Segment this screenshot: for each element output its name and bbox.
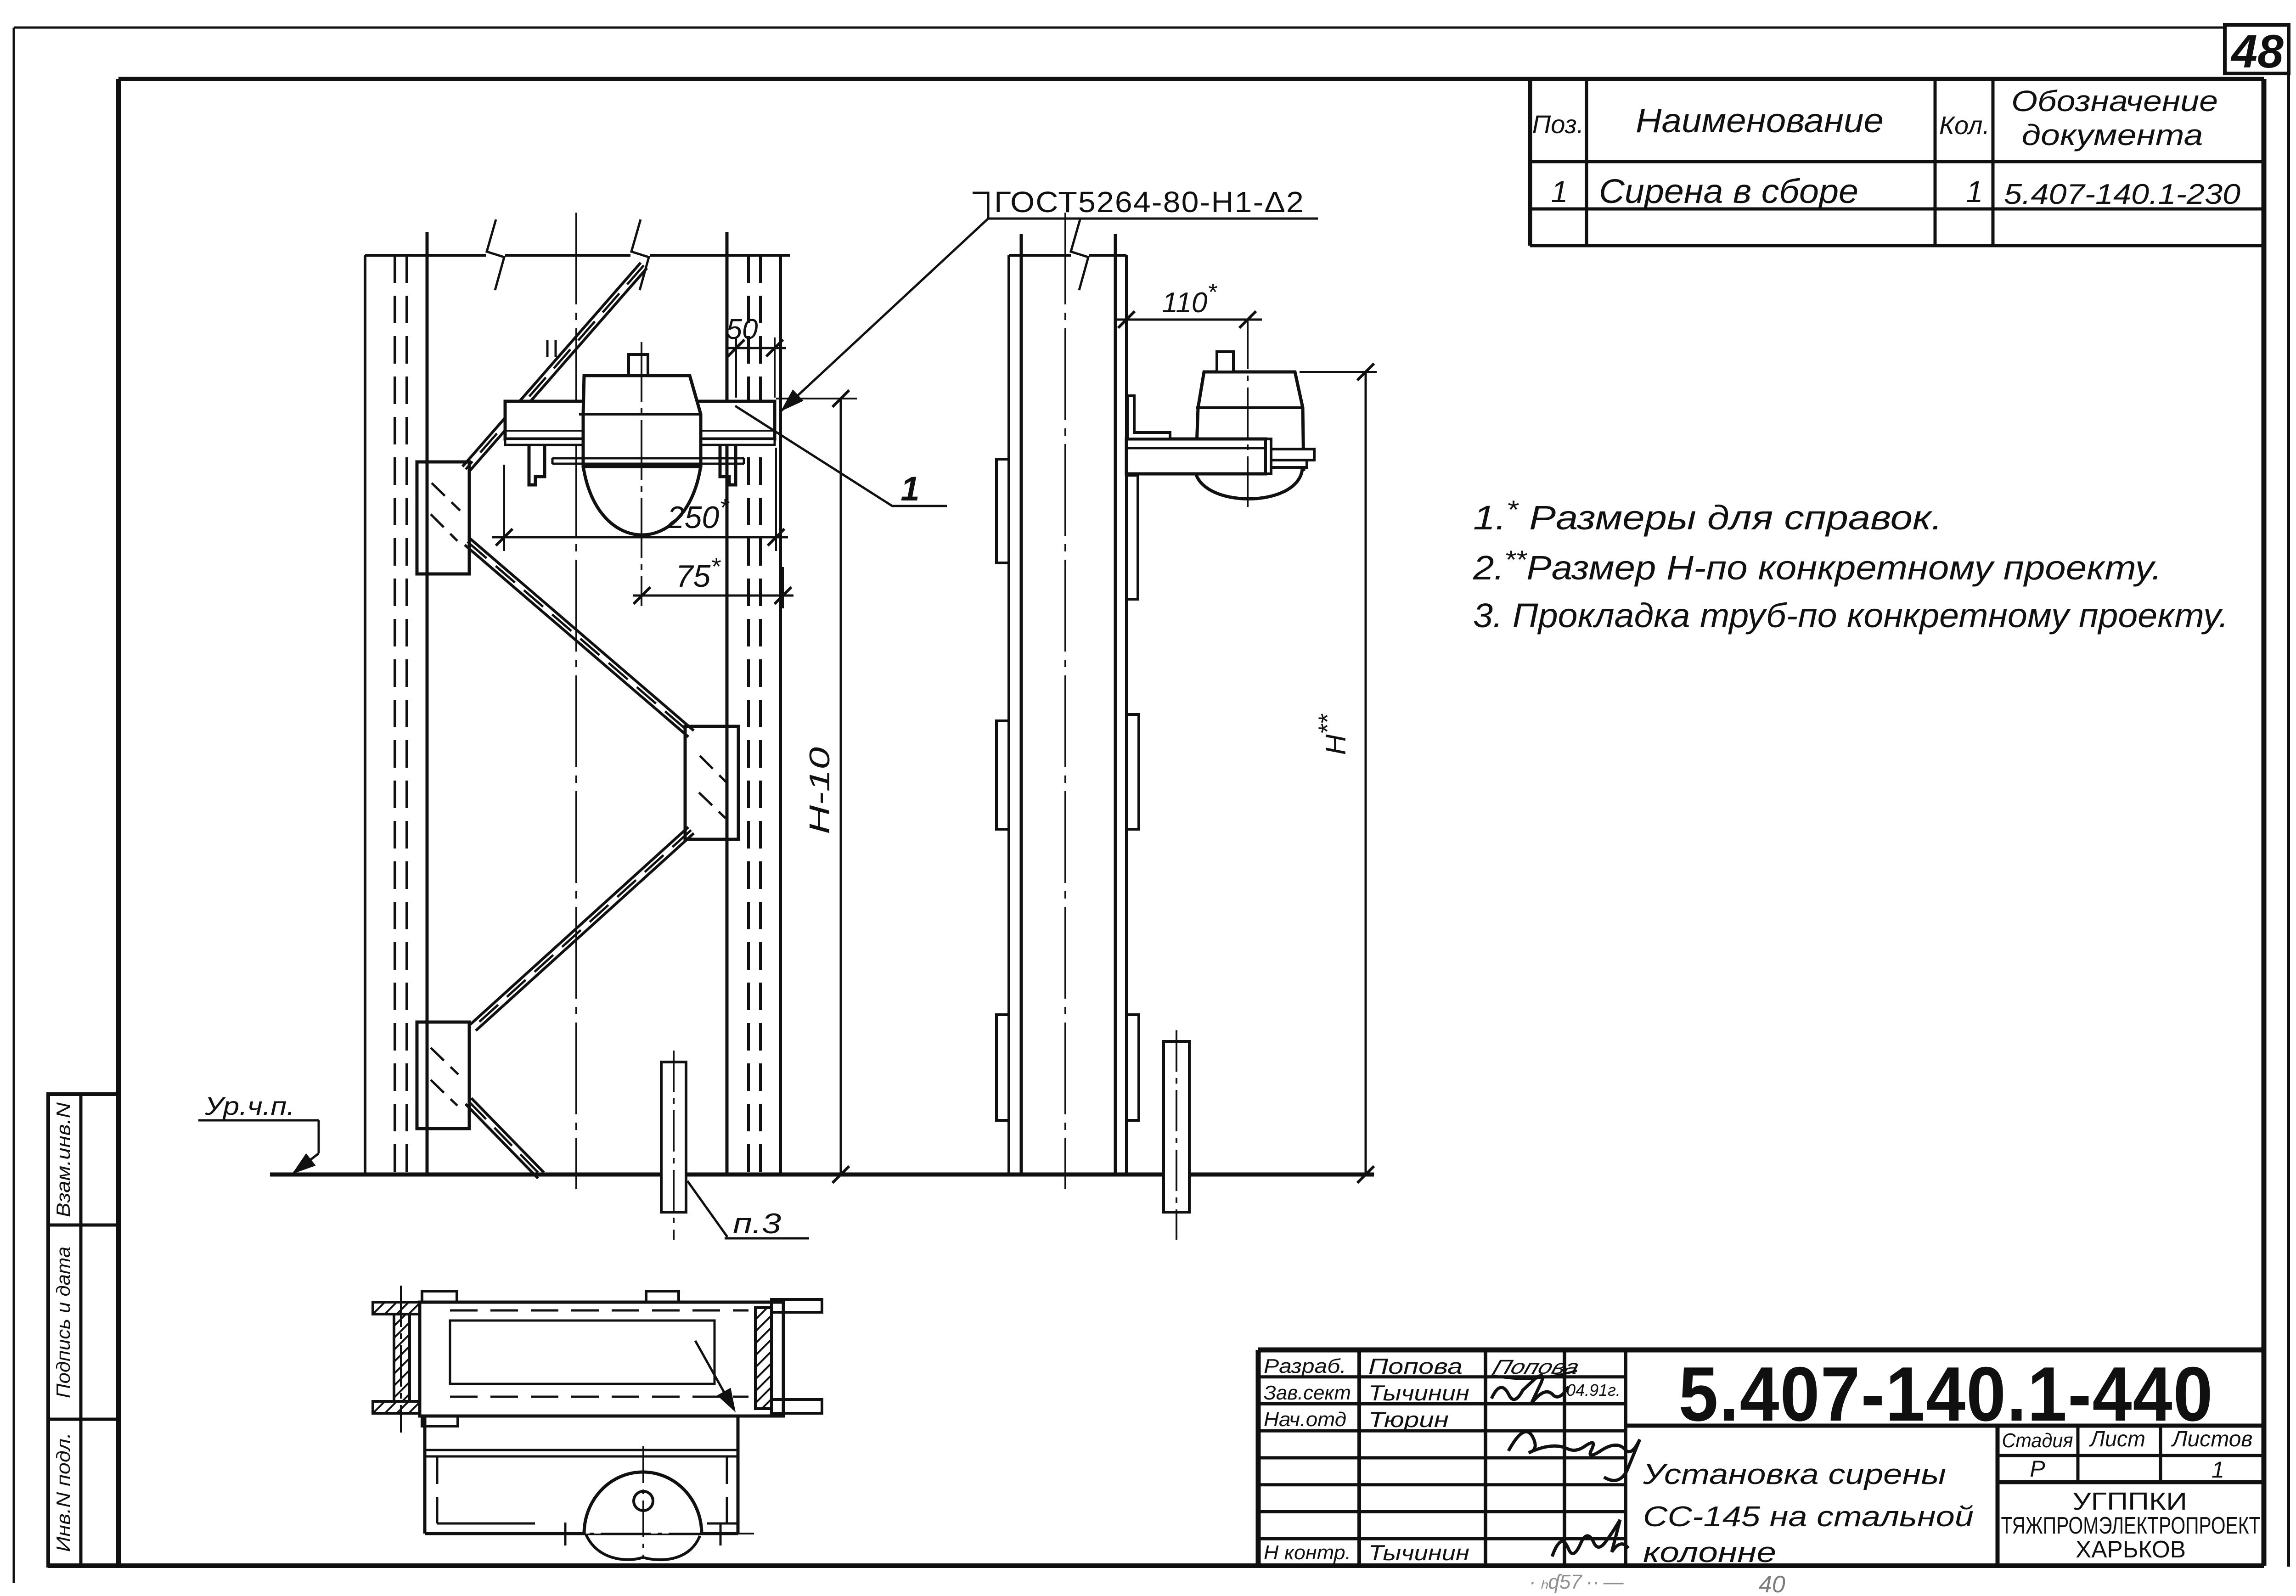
- svg-text:Попова: Попова: [1368, 1354, 1463, 1378]
- svg-text:Листов: Листов: [2171, 1427, 2252, 1451]
- svg-text:Установка сирены: Установка сирены: [1643, 1459, 1946, 1490]
- svg-text:Наименование: Наименование: [1636, 101, 1884, 140]
- svg-text:Лист: Лист: [2089, 1427, 2145, 1451]
- svg-text:5.407-140.1-230: 5.407-140.1-230: [2004, 179, 2240, 210]
- svg-text:п.3: п.3: [733, 1208, 781, 1240]
- svg-text:Тюрин: Тюрин: [1368, 1407, 1449, 1432]
- svg-text:Тычинин: Тычинин: [1368, 1540, 1469, 1565]
- svg-text:Н контр.: Н контр.: [1264, 1541, 1351, 1564]
- svg-text:48: 48: [2230, 25, 2284, 78]
- svg-text:Разраб.: Разраб.: [1264, 1355, 1346, 1377]
- svg-text:· ₕʠ57 ·· —: · ₕʠ57 ·· —: [1529, 1571, 1624, 1593]
- svg-text:Стадия: Стадия: [2002, 1429, 2073, 1452]
- svg-text:1: 1: [1966, 174, 1983, 208]
- svg-text:Попова: Попова: [1490, 1355, 1582, 1378]
- svg-text:Взам.инв.N: Взам.инв.N: [52, 1102, 74, 1217]
- svg-text:Кол.: Кол.: [1939, 111, 1990, 140]
- svg-text:Сирена в сборе: Сирена в сборе: [1599, 172, 1858, 210]
- svg-text:колонне: колонне: [1643, 1537, 1776, 1568]
- svg-text:3. Прокладка труб-по конкретно: 3. Прокладка труб-по конкретному проекту…: [1473, 596, 2228, 635]
- svg-text:Нач.отд: Нач.отд: [1264, 1408, 1346, 1431]
- svg-text:Поз.: Поз.: [1532, 110, 1584, 139]
- svg-text:УГППКИ: УГППКИ: [2072, 1488, 2187, 1515]
- svg-text:1: 1: [2212, 1457, 2224, 1483]
- svg-text:1: 1: [1551, 174, 1568, 208]
- svg-text:5.407-140.1-440: 5.407-140.1-440: [1679, 1351, 2214, 1437]
- svg-text:ГОСТ5264-80-Н1-Δ2: ГОСТ5264-80-Н1-Δ2: [994, 185, 1305, 219]
- svg-text:04.91г.: 04.91г.: [1566, 1381, 1621, 1399]
- svg-text:СС-145 на стальной: СС-145 на стальной: [1643, 1501, 1974, 1533]
- svg-text:документа: документа: [2022, 118, 2203, 152]
- svg-text:ХАРЬКОВ: ХАРЬКОВ: [2076, 1536, 2186, 1563]
- svg-text:Обозначение: Обозначение: [2011, 84, 2218, 118]
- svg-text:Р: Р: [2030, 1456, 2045, 1482]
- svg-text:2.**Размер Н-по конкретному п: 2.**Размер Н-по конкретному проекту.: [1473, 545, 2162, 587]
- svg-text:40: 40: [1759, 1571, 1785, 1596]
- svg-text:Инв.N подл.: Инв.N подл.: [52, 1433, 74, 1552]
- svg-text:1.* Размеры для справок.: 1.* Размеры для справок.: [1473, 495, 1942, 537]
- svg-text:Н-10: Н-10: [804, 747, 836, 834]
- svg-text:50: 50: [726, 314, 758, 345]
- svg-text:1: 1: [900, 470, 919, 508]
- svg-text:Зав.сект: Зав.сект: [1264, 1382, 1351, 1404]
- svg-text:ТЯЖПРОМЭЛЕКТРОПРОЕКТ: ТЯЖПРОМЭЛЕКТРОПРОЕКТ: [2001, 1512, 2261, 1539]
- svg-text:Подпись и дата: Подпись и дата: [52, 1247, 74, 1398]
- svg-text:Тычинин: Тычинин: [1368, 1381, 1469, 1405]
- svg-text:Ур.ч.п.: Ур.ч.п.: [204, 1091, 295, 1120]
